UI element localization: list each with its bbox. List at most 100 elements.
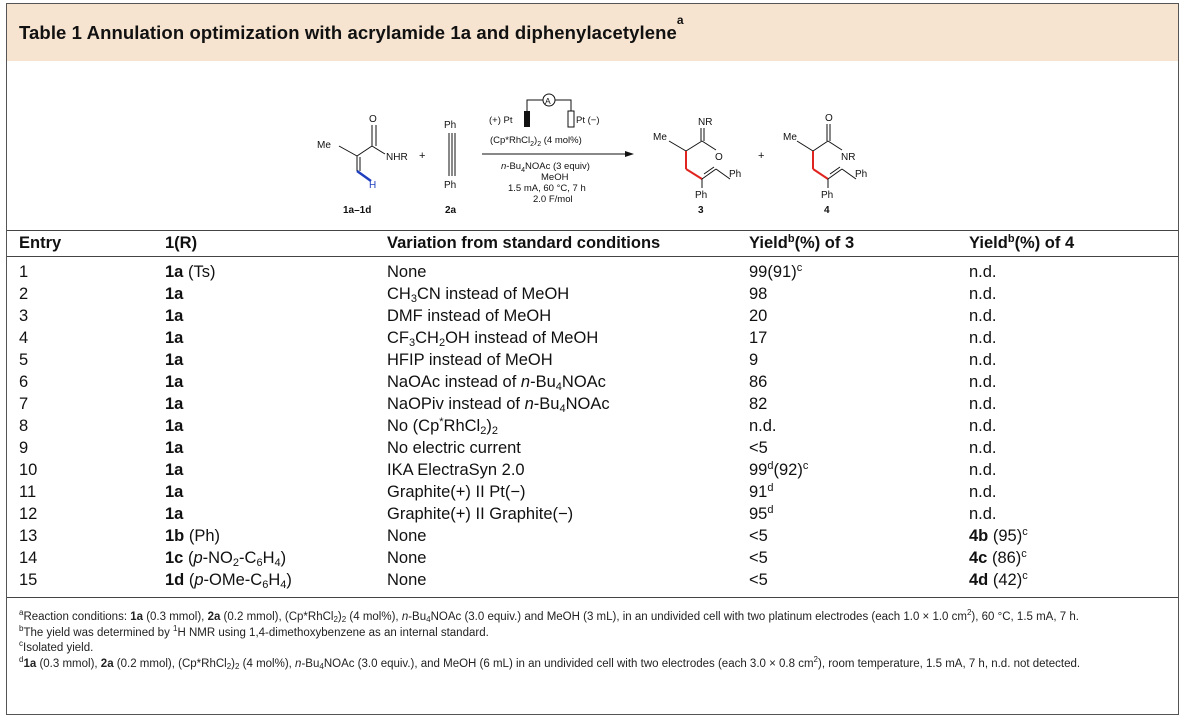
entry-cell: 15 — [19, 571, 38, 589]
catalyst-label: (Cp*RhCl2)2 (4 mol%) — [490, 135, 582, 148]
yield4-cell: n.d. — [969, 285, 997, 303]
yield3-cell: <5 — [749, 527, 768, 545]
footnote-c: cIsolated yield. — [19, 639, 94, 655]
product3-me: Me — [653, 132, 667, 143]
plus-sign-1: + — [419, 150, 425, 162]
yield3-cell: <5 — [749, 439, 768, 457]
footnote-a: aReaction conditions: 1a (0.3 mmol), 2a … — [19, 608, 1079, 624]
yield4-cell: n.d. — [969, 351, 997, 369]
title-footnote-mark: a — [676, 13, 684, 27]
reagent-cell: 1a — [165, 329, 184, 347]
yield3-cell: 99(91)c — [749, 262, 803, 282]
product3-ph-right: Ph — [729, 169, 741, 180]
reagent-cell: 1a — [165, 439, 184, 457]
entry-cell: 5 — [19, 351, 29, 369]
reagent-cell: 1a — [165, 505, 184, 523]
yield3-cell: 20 — [749, 307, 768, 325]
yield4-cell: n.d. — [969, 417, 997, 435]
entry-cell: 3 — [19, 307, 29, 325]
footnotes: aReaction conditions: 1a (0.3 mmol), 2a … — [19, 608, 1169, 672]
entry-cell: 10 — [19, 461, 38, 479]
header-entry: Entry — [19, 234, 62, 252]
entry-cell: 6 — [19, 373, 29, 391]
table-row: 7 1a NaOPiv instead of n-Bu4NOAc 82 n.d. — [7, 393, 1178, 415]
table-title: Table 1 Annulation optimization with acr… — [7, 4, 1178, 61]
reactant-nhr: NHR — [386, 152, 408, 163]
footnote-d: d1a (0.3 mmol), 2a (0.2 mmol), (Cp*RhCl2… — [19, 654, 1081, 671]
table-row: 13 1b (Ph) None <5 4b (95)c — [7, 525, 1178, 547]
title-text: Table 1 Annulation optimization with acr… — [19, 22, 677, 43]
entry-cell: 12 — [19, 505, 38, 523]
entry-cell: 8 — [19, 417, 29, 435]
variation-cell: None — [387, 549, 427, 567]
yield3-cell: <5 — [749, 549, 768, 567]
entry-cell: 13 — [19, 527, 38, 545]
variation-cell: None — [387, 527, 427, 545]
yield4-cell: 4b (95)c — [969, 526, 1028, 546]
table-row: 14 1c (p-NO2-C6H4) None <5 4c (86)c — [7, 547, 1178, 569]
variation-cell: NaOPiv instead of n-Bu4NOAc — [387, 395, 610, 415]
variation-cell: DMF instead of MeOH — [387, 307, 552, 325]
table-row: 4 1a CF3CH2OH instead of MeOH 17 n.d. — [7, 327, 1178, 349]
reagent-cell: 1a — [165, 307, 184, 325]
yield4-cell: n.d. — [969, 307, 997, 325]
entry-cell: 2 — [19, 285, 29, 303]
yield3-cell: n.d. — [749, 417, 777, 435]
variation-cell: CH3CN instead of MeOH — [387, 285, 570, 305]
yield3-cell: 86 — [749, 373, 768, 391]
reagent-cell: 1a (Ts) — [165, 263, 216, 281]
reaction-scheme-drawing: Me O NHR H 1a–1d + Ph Ph 2a (+) Pt — [317, 93, 867, 216]
table-row: 3 1a DMF instead of MeOH 20 n.d. — [7, 305, 1178, 327]
table-row: 15 1d (p-OMe-C6H4) None <5 4d (42)c — [7, 569, 1178, 591]
reagent-cell: 1a — [165, 461, 184, 479]
product4-o: O — [825, 113, 833, 124]
table-row: 1 1a (Ts) None 99(91)c n.d. — [7, 261, 1178, 283]
charge-label: 2.0 F/mol — [533, 194, 573, 205]
yield3-cell: 82 — [749, 395, 768, 413]
variation-cell: Graphite(+) II Graphite(−) — [387, 505, 574, 523]
header-top-rule — [7, 230, 1178, 231]
product3-ph-bottom: Ph — [695, 190, 707, 201]
reagent-cell: 1a — [165, 285, 184, 303]
yield4-cell: n.d. — [969, 329, 997, 347]
product4-me: Me — [783, 132, 797, 143]
yield3-cell: <5 — [749, 571, 768, 589]
variation-cell: CF3CH2OH instead of MeOH — [387, 329, 599, 349]
product4-label: 4 — [824, 205, 830, 216]
variation-cell: Graphite(+) II Pt(−) — [387, 483, 526, 501]
reagent-cell: 1d (p-OMe-C6H4) — [165, 571, 292, 591]
reagent-cell: 1c (p-NO2-C6H4) — [165, 549, 287, 569]
variation-cell: HFIP instead of MeOH — [387, 351, 553, 369]
yield3-cell: 99d(92)c — [749, 460, 809, 480]
variation-cell: None — [387, 571, 427, 589]
alkyne-label: 2a — [445, 205, 457, 216]
reagent-cell: 1a — [165, 351, 184, 369]
cell-cathode-label: Pt (−) — [576, 115, 600, 126]
yield4-cell: n.d. — [969, 395, 997, 413]
product4-ph-right: Ph — [855, 169, 867, 180]
header-yield-4: Yieldb(%) of 4 — [969, 233, 1075, 253]
cell-anode-label: (+) Pt — [489, 115, 513, 126]
table-row: 2 1a CH3CN instead of MeOH 98 n.d. — [7, 283, 1178, 305]
entry-cell: 4 — [19, 329, 29, 347]
footnote-b: bThe yield was determined by 1H NMR usin… — [19, 623, 489, 639]
reagent-cell: 1a — [165, 395, 184, 413]
electrolysis-cell: (+) Pt A Pt (−) — [489, 93, 600, 128]
reagent-cell: 1a — [165, 483, 184, 501]
reagent-cell: 1b (Ph) — [165, 527, 221, 545]
cell-meter-label: A — [545, 96, 551, 106]
header-bottom-rule — [7, 256, 1178, 257]
conditions-label: 1.5 mA, 60 °C, 7 h — [508, 183, 586, 194]
table-row: 9 1a No electric current <5 n.d. — [7, 437, 1178, 459]
solvent-label: MeOH — [541, 172, 569, 183]
alkyne-ph-top: Ph — [444, 120, 456, 131]
table-row: 5 1a HFIP instead of MeOH 9 n.d. — [7, 349, 1178, 371]
yield3-cell: 9 — [749, 351, 759, 369]
product3-o: O — [715, 152, 723, 163]
table-row: 8 1a No (Cp*RhCl2)2 n.d. n.d. — [7, 415, 1178, 437]
yield4-cell: n.d. — [969, 461, 997, 479]
yield4-cell: n.d. — [969, 505, 997, 523]
variation-cell: None — [387, 263, 427, 281]
entry-cell: 7 — [19, 395, 29, 413]
entry-cell: 11 — [19, 483, 37, 501]
